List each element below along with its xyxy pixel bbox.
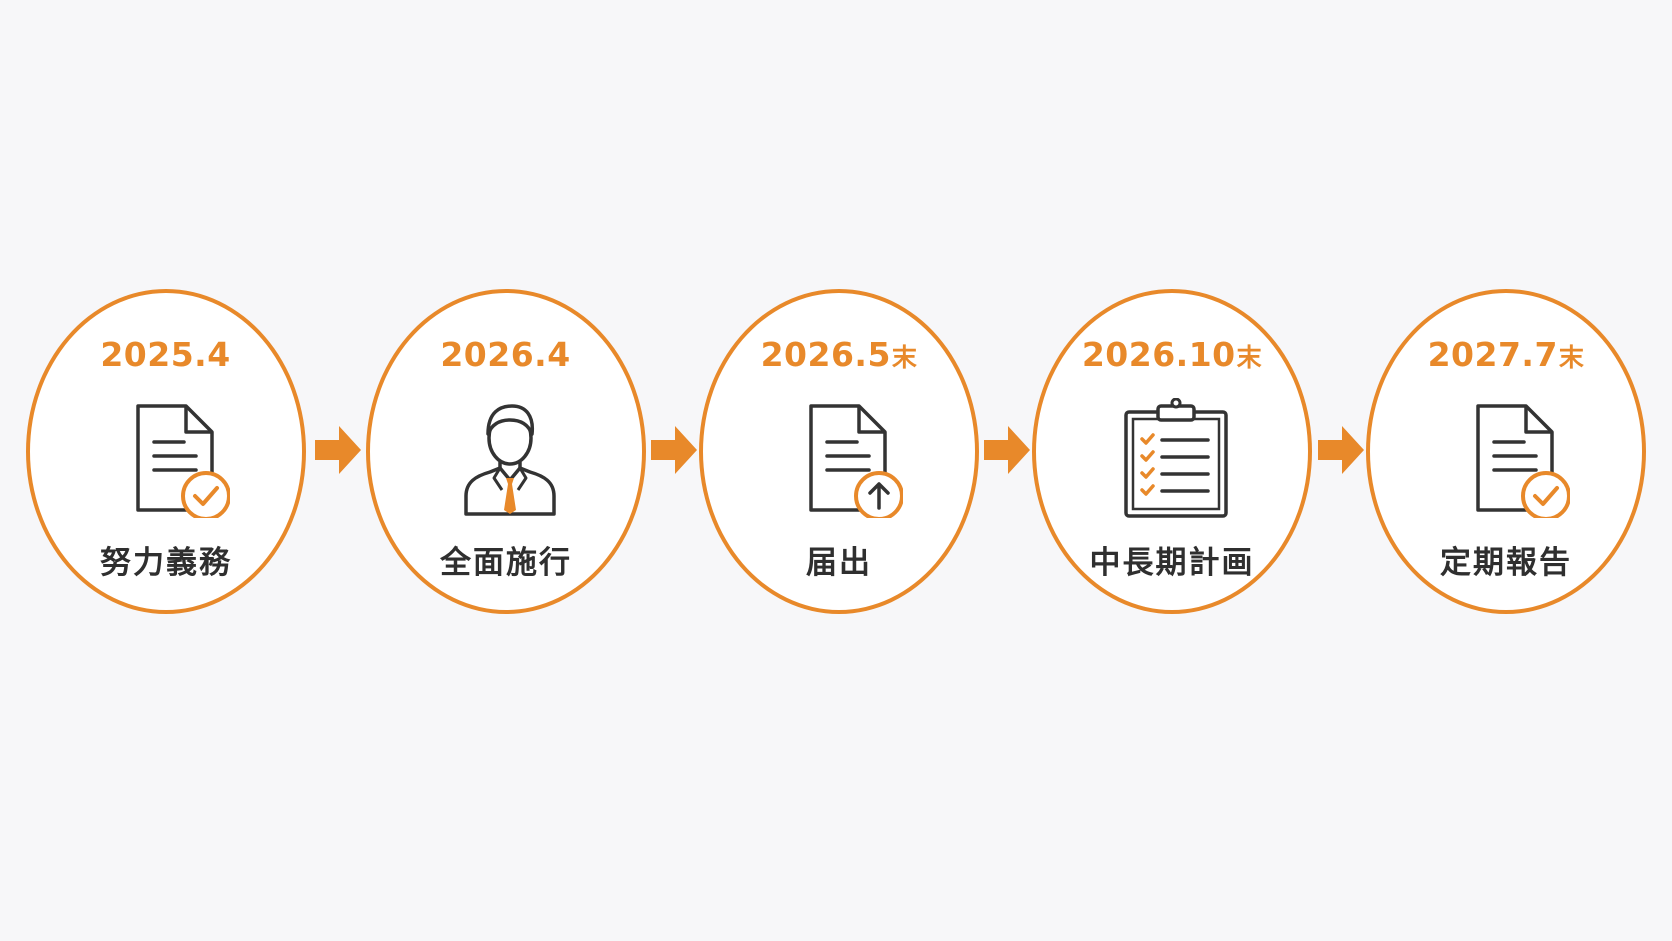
clipboard-checklist-icon [1124,398,1228,518]
step-date: 2027.7末 [1427,335,1585,374]
timeline-step-4: 2026.10末 中長期計画 [1032,289,1312,614]
step-date: 2026.5末 [760,335,918,374]
arrow-right-icon [651,426,697,474]
step-date: 2025.4 [100,335,231,374]
timeline-step-5: 2027.7末 定期報告 [1366,289,1646,614]
document-upload-icon [809,404,903,518]
timeline-step-2: 2026.4 全面施行 [366,289,646,614]
timeline-step-1: 2025.4 努力義務 [26,289,306,614]
step-label: 中長期計画 [1089,545,1255,581]
step-date: 2026.4 [440,335,571,374]
step-label: 努力義務 [100,545,232,581]
document-check-icon [1476,404,1570,518]
arrow-right-icon [984,426,1030,474]
step-label: 定期報告 [1440,545,1572,581]
document-check-icon [136,404,230,518]
step-label: 全面施行 [440,545,572,581]
arrow-right-icon [315,426,361,474]
step-label: 届出 [806,545,872,581]
step-date: 2026.10末 [1081,335,1263,374]
timeline-step-3: 2026.5末 届出 [699,289,979,614]
arrow-right-icon [1318,426,1364,474]
businessman-icon [464,404,556,516]
